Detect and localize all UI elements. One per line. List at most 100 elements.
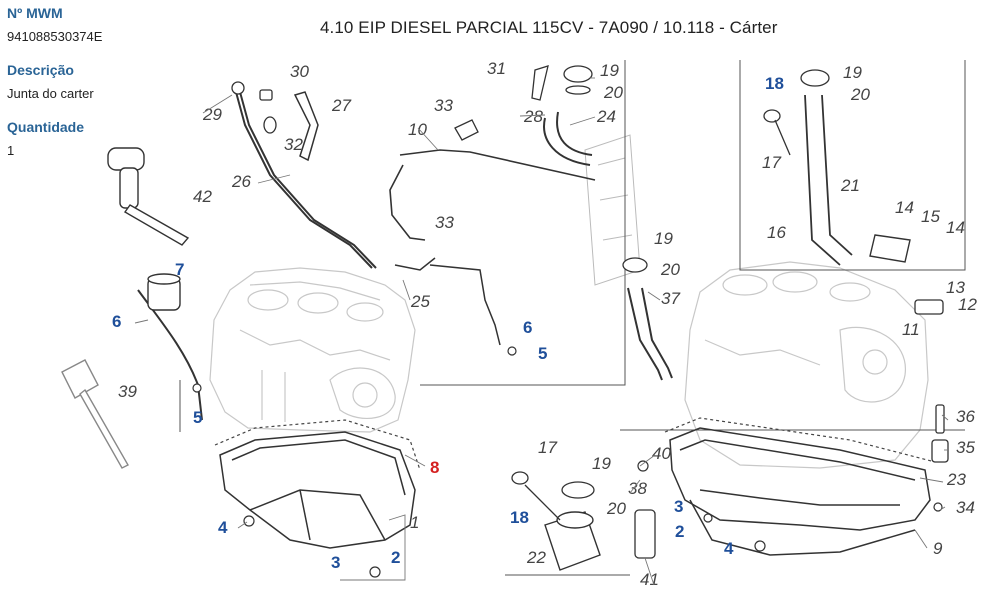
callout-20-inset[interactable]: 20 [850,85,870,104]
callout-23[interactable]: 23 [946,470,966,489]
callout-20-bottom[interactable]: 20 [606,499,626,518]
diagram-frame-lines [179,60,966,576]
callout-39[interactable]: 39 [118,382,137,401]
nut-32[interactable] [263,116,277,134]
callout-11[interactable]: 11 [902,320,920,339]
callout-36[interactable]: 36 [956,407,975,426]
oil-pan-gasket-right[interactable] [664,417,936,463]
callout-18[interactable]: 18 [765,74,784,93]
callout-29[interactable]: 29 [202,105,222,124]
callout-33-mid[interactable]: 33 [435,213,454,232]
callout-labels: 1 2 2 3 3 4 4 5 5 6 6 7 8 9 10 11 12 13 … [112,59,977,589]
callout-26[interactable]: 26 [231,172,251,191]
dipstick-18-inset[interactable] [763,109,791,156]
fitting-33-top[interactable] [454,119,479,141]
callout-20[interactable]: 20 [603,83,623,102]
callout-4-right[interactable]: 4 [724,539,734,558]
callout-22[interactable]: 22 [526,548,546,567]
callout-leader-lines [134,77,949,586]
dipstick-18-bottom[interactable] [511,471,561,521]
callout-41[interactable]: 41 [640,570,659,589]
callout-1[interactable]: 1 [410,513,419,532]
callout-28[interactable]: 28 [523,107,543,126]
callout-10[interactable]: 10 [408,120,427,139]
callout-33[interactable]: 33 [434,96,453,115]
callout-16[interactable]: 16 [767,223,786,242]
filler-neck-22[interactable] [544,511,601,571]
sleeve-35-36[interactable] [931,404,949,463]
callout-14[interactable]: 14 [895,198,914,217]
oil-pan-gasket-left[interactable] [214,419,421,471]
callout-38[interactable]: 38 [628,479,647,498]
mwm-number-label: Nº MWM [7,5,63,21]
dipstick-tube-6[interactable] [137,289,203,421]
pipe-25[interactable] [394,257,501,346]
callout-5[interactable]: 5 [193,408,202,427]
callout-8[interactable]: 8 [430,458,439,477]
callout-9[interactable]: 9 [933,539,943,558]
spacer-41[interactable] [634,509,656,559]
quantity-label: Quantidade [7,119,85,135]
engine-block-left-outline [209,267,416,433]
callout-19[interactable]: 19 [600,61,619,80]
oil-pan-right[interactable] [669,427,931,556]
cap-19-bottom[interactable] [561,481,595,499]
filler-pipe-16[interactable] [804,94,853,266]
mwm-number-value: 941088530374E [7,29,103,44]
callout-31[interactable]: 31 [487,59,506,78]
callout-34[interactable]: 34 [956,498,975,517]
cap-19-top[interactable] [563,65,593,95]
callout-14-b[interactable]: 14 [946,218,965,237]
callout-18-bottom[interactable]: 18 [510,508,529,527]
callout-7[interactable]: 7 [175,260,184,279]
callout-6[interactable]: 6 [112,312,121,331]
cap-19-inset[interactable] [800,69,830,87]
callout-21[interactable]: 21 [840,176,860,195]
oil-pan-left[interactable] [219,431,416,549]
oil-pump-tube-24[interactable] [543,111,593,166]
callout-30[interactable]: 30 [290,62,309,81]
callout-17-bottom[interactable]: 17 [538,438,557,457]
callout-24[interactable]: 24 [596,107,616,126]
hose-15[interactable] [869,234,911,263]
callout-15[interactable]: 15 [921,207,940,226]
callout-2-right[interactable]: 2 [675,522,684,541]
callout-2[interactable]: 2 [391,548,400,567]
dipstick-tube-26[interactable] [235,91,377,269]
callout-19-bottom[interactable]: 19 [592,454,611,473]
callout-20-mid[interactable]: 20 [660,260,680,279]
breather-hose-37[interactable] [627,287,673,381]
callout-5-mid[interactable]: 5 [538,344,547,363]
callout-6-mid[interactable]: 6 [523,318,532,337]
callout-27[interactable]: 27 [331,96,351,115]
diagram-title: 4.10 EIP DIESEL PARCIAL 115CV - 7A090 / … [320,18,778,37]
callout-32[interactable]: 32 [284,135,303,154]
plug-7[interactable] [147,273,181,311]
bolt-29-30[interactable] [231,81,273,101]
callout-19-mid[interactable]: 19 [654,229,673,248]
cap-19-mid[interactable] [622,257,648,273]
callout-42[interactable]: 42 [193,187,212,206]
oil-return-tube-10[interactable] [389,149,596,241]
callout-40[interactable]: 40 [652,444,671,463]
callout-3[interactable]: 3 [331,553,340,572]
callout-37[interactable]: 37 [661,289,680,308]
description-label: Descrição [7,62,74,78]
callout-12[interactable]: 12 [958,295,977,314]
callout-35[interactable]: 35 [956,438,975,457]
callout-25[interactable]: 25 [410,292,430,311]
callout-13[interactable]: 13 [946,278,965,297]
callout-19-inset[interactable]: 19 [843,63,862,82]
part-info-panel: Nº MWM 941088530374E Descrição Junta do … [0,0,140,600]
pressure-switch-12[interactable] [914,299,944,315]
clamp-27[interactable] [293,91,319,162]
bolts-small[interactable] [192,346,943,578]
engine-block-right-outline [684,261,929,469]
bolt-31[interactable] [531,65,549,101]
oil-filler-cap-42[interactable] [107,147,190,246]
heater-39[interactable] [61,359,129,469]
callout-3-right[interactable]: 3 [674,497,683,516]
callout-17[interactable]: 17 [762,153,781,172]
callout-4[interactable]: 4 [218,518,228,537]
